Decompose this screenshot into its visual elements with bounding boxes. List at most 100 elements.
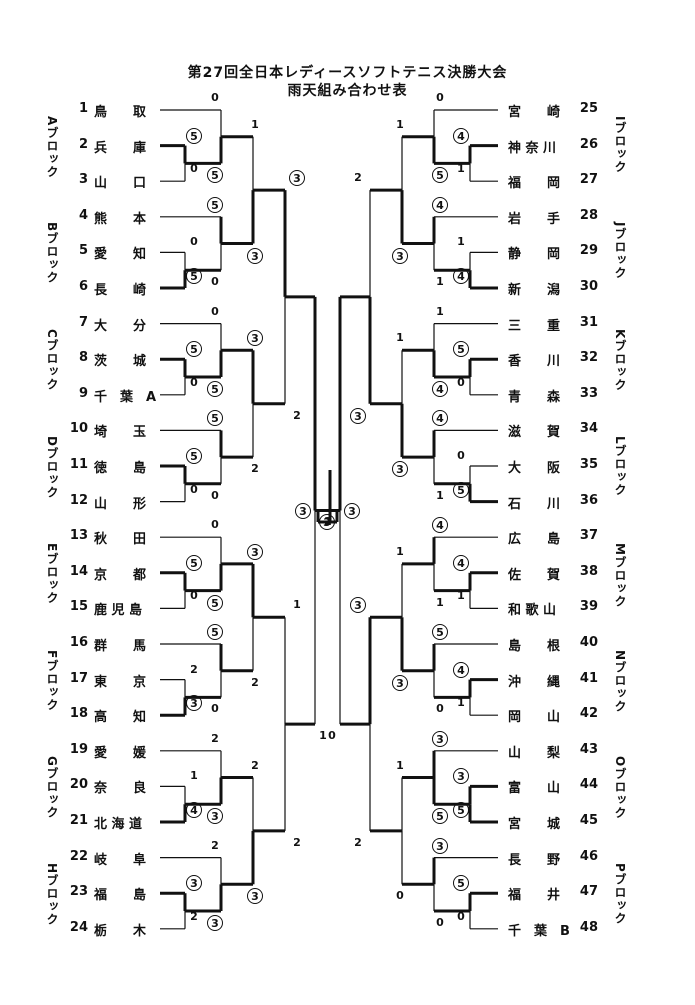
score-label: 3 <box>432 730 448 747</box>
team-number: 40 <box>579 635 598 650</box>
team-name: 香 川 <box>508 354 561 370</box>
score-label: 1 <box>457 696 465 710</box>
score-label: 5 <box>207 381 223 397</box>
team-number: 39 <box>579 599 598 615</box>
team-number: 26 <box>579 136 598 152</box>
block-label: Oブロック <box>613 756 627 820</box>
score-label: 2 <box>251 462 259 476</box>
score-label: 0 <box>190 589 198 603</box>
score-label: 5 <box>186 448 202 464</box>
score-label: 3 <box>186 875 202 892</box>
team-number: 32 <box>579 350 598 366</box>
team-number: 31 <box>579 314 598 330</box>
team-number: 20 <box>69 777 88 793</box>
team-name: 徳 島 <box>94 461 147 476</box>
score-label: 1 <box>436 275 444 289</box>
score-label: 2 <box>293 835 301 849</box>
score-label: 3 <box>207 915 223 931</box>
team-name: 滋 賀 <box>508 425 561 441</box>
team-number: 7 <box>78 314 88 330</box>
team-name: 高 知 <box>94 710 147 726</box>
team-number: 25 <box>579 101 598 116</box>
score-label: 2 <box>190 662 198 676</box>
score-label: 5 <box>207 196 223 213</box>
team-name: 静 岡 <box>508 247 561 263</box>
score-label: 0 <box>190 162 198 176</box>
team-name: 神 奈 川 <box>508 140 557 156</box>
team-name: 兵 庫 <box>94 140 147 156</box>
team-number: 24 <box>69 919 88 935</box>
score-label: 4 <box>432 196 448 213</box>
score-label: 4 <box>453 661 469 678</box>
team-number: 22 <box>69 848 88 864</box>
team-name: 島 根 <box>508 639 561 654</box>
score-label: 0 <box>211 91 219 104</box>
team-name: 岡 山 <box>508 710 561 726</box>
team-name: 山 梨 <box>508 745 561 761</box>
score-label: 3 <box>344 502 360 519</box>
block-label: Mブロック <box>613 542 627 608</box>
score-label: 3 <box>247 543 263 560</box>
team-name: 大 阪 <box>508 461 561 476</box>
block-label: Eブロック <box>45 542 59 604</box>
score-label: 1 <box>436 488 444 502</box>
score-label: 1 <box>190 769 198 783</box>
score-label: 0 <box>211 702 219 716</box>
score-label: 4 <box>432 410 448 427</box>
team-name: 北 海 道 <box>94 817 143 832</box>
score-label: 4 <box>186 802 202 818</box>
block-label: Hブロック <box>45 863 59 927</box>
score-label: 1 <box>396 758 404 772</box>
score-label: 0 <box>457 909 465 923</box>
score-label: 2 <box>251 675 259 689</box>
score-label: 5 <box>186 554 202 571</box>
team-number: 43 <box>579 741 598 757</box>
score-label: 2 <box>211 731 219 745</box>
team-number: 8 <box>78 350 88 366</box>
team-number: 28 <box>579 207 598 223</box>
score-label: 3 <box>350 407 366 424</box>
team-number: 34 <box>579 421 598 437</box>
score-label: 1 <box>396 331 404 345</box>
score-label: 0 <box>190 235 198 249</box>
score-label: 0 <box>211 304 219 318</box>
score-label: 5 <box>186 341 202 358</box>
block-label: Kブロック <box>613 329 627 392</box>
score-label: 1 <box>396 117 404 131</box>
block-label: Fブロック <box>45 649 59 711</box>
score-label: 1 <box>319 729 327 743</box>
block-label: Aブロック <box>45 115 59 178</box>
team-number: 44 <box>579 777 598 793</box>
team-number: 13 <box>69 528 88 544</box>
score-label: 3 <box>295 502 311 519</box>
score-label: 5 <box>207 410 223 427</box>
team-number: 19 <box>69 741 88 757</box>
score-label: 2 <box>324 515 332 528</box>
score-label: 5 <box>453 481 469 498</box>
team-name: 鳥 取 <box>94 105 147 120</box>
score-label: 0 <box>457 375 465 389</box>
team-number: 12 <box>69 492 88 508</box>
team-name: 富 山 <box>508 781 561 797</box>
team-name: 和 歌 山 <box>508 603 557 619</box>
team-name: 岩 手 <box>508 211 561 227</box>
score-label: 5 <box>453 802 469 818</box>
team-number: 46 <box>579 848 598 864</box>
block-label: Iブロック <box>613 115 627 174</box>
team-name: 秋 田 <box>94 532 147 548</box>
score-label: 1 <box>457 235 465 249</box>
score-label: 1 <box>457 589 465 603</box>
block-label: Bブロック <box>45 222 59 285</box>
block-label: Jブロック <box>613 222 627 280</box>
score-label: 2 <box>251 758 259 772</box>
score-label: 0 <box>436 702 444 716</box>
team-number: 4 <box>78 207 88 223</box>
score-label: 2 <box>211 838 219 852</box>
team-number: 11 <box>69 457 88 472</box>
team-name: 新 潟 <box>508 283 561 298</box>
team-name: 千 葉 A <box>94 389 157 405</box>
team-name: 長 野 <box>508 852 561 868</box>
score-label: 1 <box>436 304 444 318</box>
score-label: 3 <box>247 888 263 905</box>
